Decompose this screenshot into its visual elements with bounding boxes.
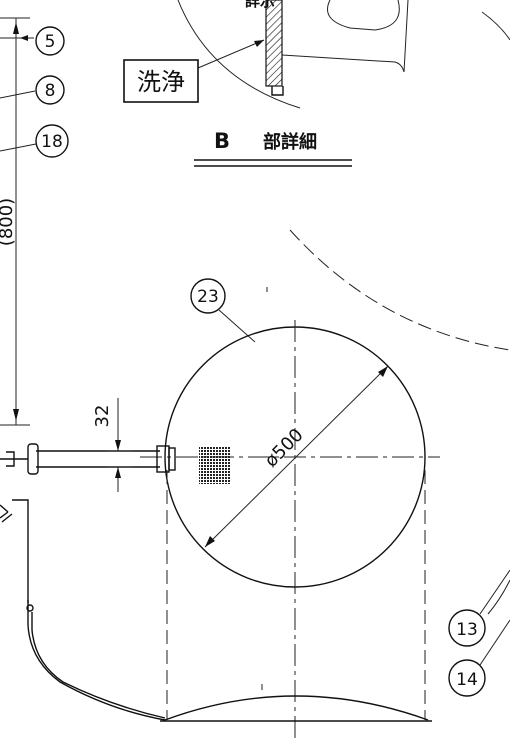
callout-23-leader xyxy=(218,309,256,343)
callout-8-bubble xyxy=(35,75,65,105)
top-partial-label: 詳示 xyxy=(245,0,275,10)
diameter-line xyxy=(204,365,389,548)
hose-clip xyxy=(0,504,13,523)
lower-right-arc xyxy=(487,579,510,615)
diameter-text: ø500 xyxy=(261,425,308,472)
height-dim-text: (800) xyxy=(0,198,17,246)
detail-letter: B xyxy=(214,129,230,153)
tank-dashed-arc xyxy=(289,229,510,351)
diameter-arrow-b xyxy=(378,366,388,377)
wash-label-box xyxy=(123,59,199,103)
height-dim-arrow-bottom xyxy=(13,409,19,421)
wash-label: 洗浄 xyxy=(137,68,185,96)
detail-arc-right xyxy=(481,11,510,41)
detail-arc xyxy=(177,0,301,109)
wash-leader-arrow xyxy=(254,40,264,47)
nozzle-tip xyxy=(27,443,39,475)
detail-title: 部詳細 xyxy=(263,131,317,153)
hose-fitting xyxy=(26,604,34,612)
pipe-flange xyxy=(156,445,170,473)
callout-23-bubble xyxy=(190,278,226,314)
detail-outline xyxy=(327,0,400,31)
tank-bottom-curve xyxy=(164,695,429,721)
callout-14-bubble xyxy=(448,659,486,697)
callout-5-arrow xyxy=(20,35,28,41)
dim32-arrow-down xyxy=(115,467,121,478)
hose-line xyxy=(27,600,166,721)
callout-5-bubble xyxy=(35,26,65,56)
hose-bracket xyxy=(12,499,29,603)
hose-line-2 xyxy=(31,612,166,719)
textured-patch xyxy=(199,446,231,484)
detail-outline-2 xyxy=(281,0,409,73)
nozzle-cap xyxy=(6,451,15,467)
dim32-arrow-up xyxy=(115,440,121,451)
hatched-wall xyxy=(265,0,283,87)
callout-13-text: 13 xyxy=(456,620,478,640)
callout-18-bubble xyxy=(35,124,69,158)
callout-18-leader xyxy=(0,143,37,152)
callout-5-text: 5 xyxy=(45,32,56,52)
callout-18-text: 18 xyxy=(41,132,63,152)
callout-23-text: 23 xyxy=(197,287,219,307)
dim32-text: 32 xyxy=(92,405,113,428)
callout-14-text: 14 xyxy=(456,670,478,690)
wash-leader xyxy=(197,39,265,69)
height-dim-arrow-top xyxy=(13,22,19,34)
callout-14-leader xyxy=(479,619,510,666)
diameter-arrow-a xyxy=(205,536,215,547)
callout-8-leader xyxy=(0,90,36,99)
callout-13-bubble xyxy=(448,609,486,647)
pipe-flange-2 xyxy=(168,447,176,471)
wall-foot xyxy=(271,86,284,96)
callout-8-text: 8 xyxy=(45,81,56,101)
callout-13-leader xyxy=(479,569,510,615)
